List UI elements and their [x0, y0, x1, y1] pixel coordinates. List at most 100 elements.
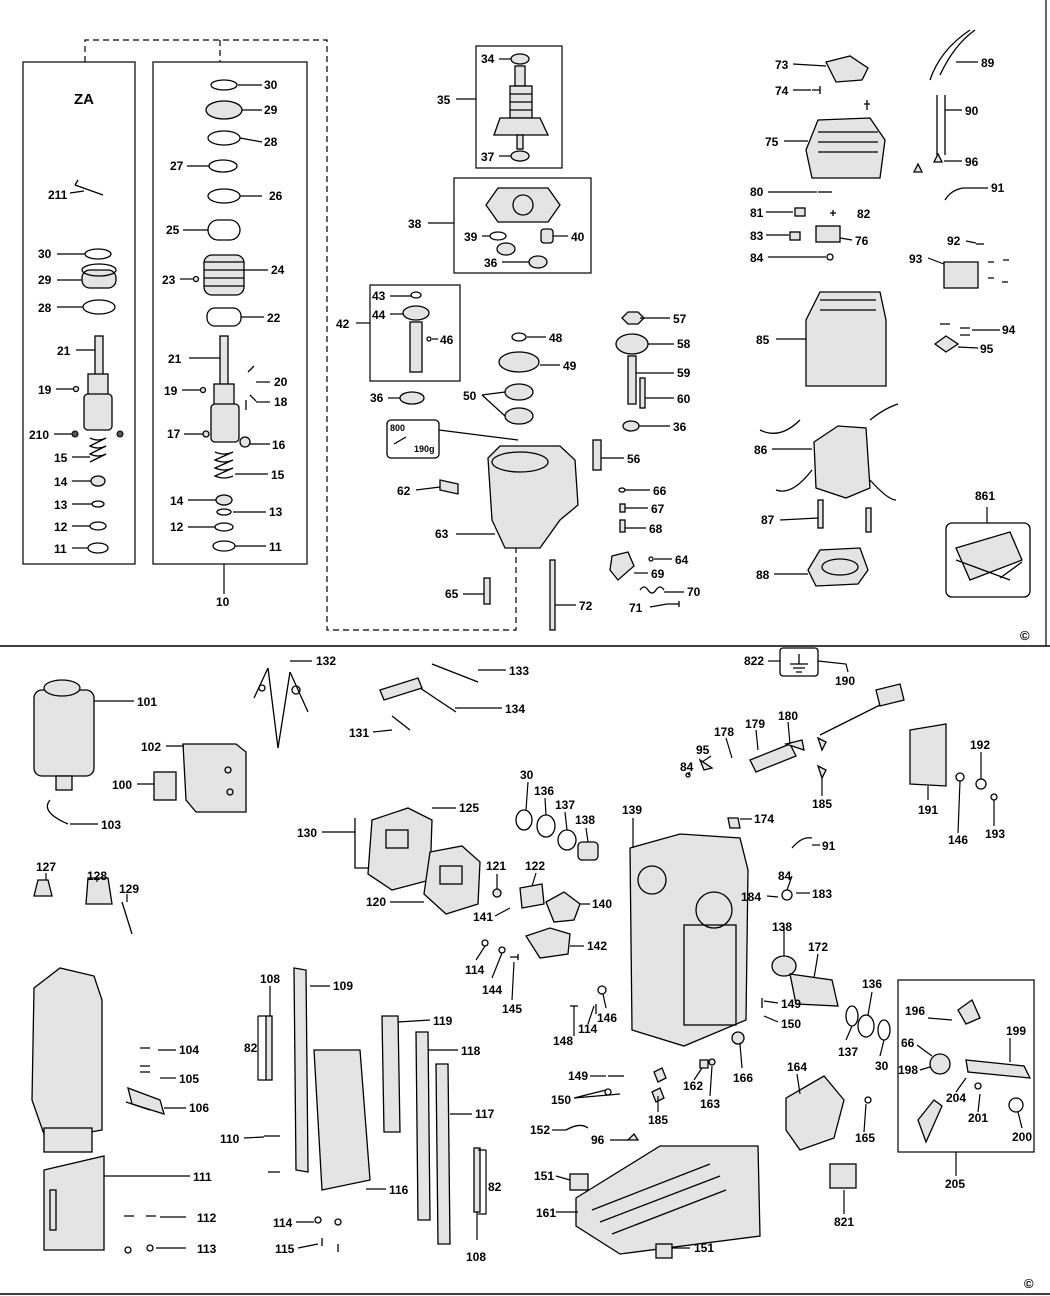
callout: 50 — [463, 389, 477, 403]
callouts-top: 30 29 28 27 26 25 24 23 22 21 20 18 19 1… — [29, 52, 1030, 643]
callout: 204 — [946, 1091, 966, 1105]
callout: 110 — [220, 1132, 240, 1146]
callout: 152 — [530, 1123, 550, 1137]
callout: 35 — [437, 93, 451, 107]
callout: 138 — [575, 813, 595, 827]
callout: 106 — [189, 1101, 209, 1115]
callout: 30 — [264, 78, 278, 92]
callout: 62 — [397, 484, 411, 498]
callout: 210 — [29, 428, 49, 442]
callout: 118 — [461, 1044, 481, 1058]
callout: 117 — [475, 1107, 495, 1121]
callout: 172 — [808, 940, 828, 954]
copyright-mark: © — [1020, 628, 1030, 643]
callout: 10 — [216, 595, 230, 609]
callout: 20 — [274, 375, 288, 389]
callout: 74 — [775, 84, 789, 98]
za-label: ZA — [74, 91, 94, 108]
callout: 64 — [675, 553, 689, 567]
callout: 112 — [197, 1211, 217, 1225]
callout: 22 — [267, 311, 281, 325]
callout: 24 — [271, 263, 285, 277]
callout: 198 — [898, 1063, 918, 1077]
callout: 91 — [991, 181, 1005, 195]
svg-text:190g: 190g — [414, 444, 435, 454]
callout: 66 — [901, 1036, 915, 1050]
gear-shaft-box — [369, 284, 461, 382]
callout: 18 — [274, 395, 288, 409]
callout: 120 — [366, 895, 386, 909]
callout: 80 — [750, 185, 764, 199]
tank-bracket — [153, 743, 247, 813]
callout: 68 — [649, 522, 663, 536]
callout: 19 — [38, 383, 52, 397]
callout: 11 — [269, 540, 282, 554]
callout: 88 — [756, 568, 770, 582]
callout: 178 — [714, 725, 734, 739]
callout: 150 — [551, 1093, 571, 1107]
callout: 94 — [1002, 323, 1016, 337]
callout: 115 — [275, 1242, 295, 1256]
callout: 108 — [466, 1250, 486, 1264]
callout: 37 — [481, 150, 495, 164]
callout: 83 — [750, 229, 764, 243]
carry-case — [945, 522, 1031, 598]
callout: 95 — [696, 743, 710, 757]
callout: 71 — [629, 601, 643, 615]
callout: 151 — [694, 1241, 714, 1255]
callout: 193 — [985, 827, 1005, 841]
cover-plates — [354, 807, 481, 915]
callout: 92 — [947, 234, 961, 248]
callout: 191 — [918, 803, 938, 817]
callout: 30 — [38, 247, 52, 261]
spindle-column-parts — [192, 79, 257, 552]
callout: 13 — [269, 505, 283, 519]
handle-kit-parts — [917, 999, 1032, 1144]
callout: 70 — [687, 585, 701, 599]
frame-casting — [629, 833, 749, 1047]
callout: 93 — [909, 252, 923, 266]
callout: 102 — [141, 740, 161, 754]
callout: 30 — [875, 1059, 889, 1073]
callout: 146 — [597, 1011, 617, 1025]
callout: 21 — [57, 344, 71, 358]
callout: 60 — [677, 392, 691, 406]
callout: 185 — [812, 797, 832, 811]
callout: 28 — [38, 301, 52, 315]
motor-housing-parts — [759, 29, 1009, 587]
switch-parts — [481, 809, 599, 960]
svg-text:800: 800 — [390, 423, 405, 433]
handle-kit-box — [897, 979, 1035, 1153]
callout: 27 — [170, 159, 184, 173]
callout: 119 — [433, 1014, 453, 1028]
callout: 75 — [765, 135, 779, 149]
callout: 36 — [673, 420, 687, 434]
right-column-parts — [570, 889, 891, 1104]
callout: 36 — [370, 391, 384, 405]
leader-lines — [45, 58, 1023, 1249]
callout: 44 — [372, 308, 386, 322]
callout: 11 — [54, 542, 67, 556]
callout: 861 — [975, 489, 995, 503]
callout: 49 — [563, 359, 577, 373]
callout: 183 — [812, 887, 832, 901]
callout: 114 — [578, 1022, 598, 1036]
callout: 23 — [162, 273, 176, 287]
callout: 131 — [349, 726, 369, 740]
chain-and-tools — [253, 663, 479, 749]
callout: 57 — [673, 312, 687, 326]
callout: 166 — [733, 1071, 753, 1085]
callout: 822 — [744, 654, 764, 668]
callout: 127 — [36, 860, 56, 874]
callout: 87 — [761, 513, 775, 527]
callout: 65 — [445, 587, 459, 601]
callout: 133 — [509, 664, 529, 678]
callout: 82 — [488, 1180, 502, 1194]
callout: 63 — [435, 527, 449, 541]
callout: 12 — [54, 520, 68, 534]
callout: 180 — [778, 709, 798, 723]
callout: 111 — [193, 1170, 212, 1184]
callout: 136 — [534, 784, 554, 798]
callout: 46 — [440, 333, 454, 347]
